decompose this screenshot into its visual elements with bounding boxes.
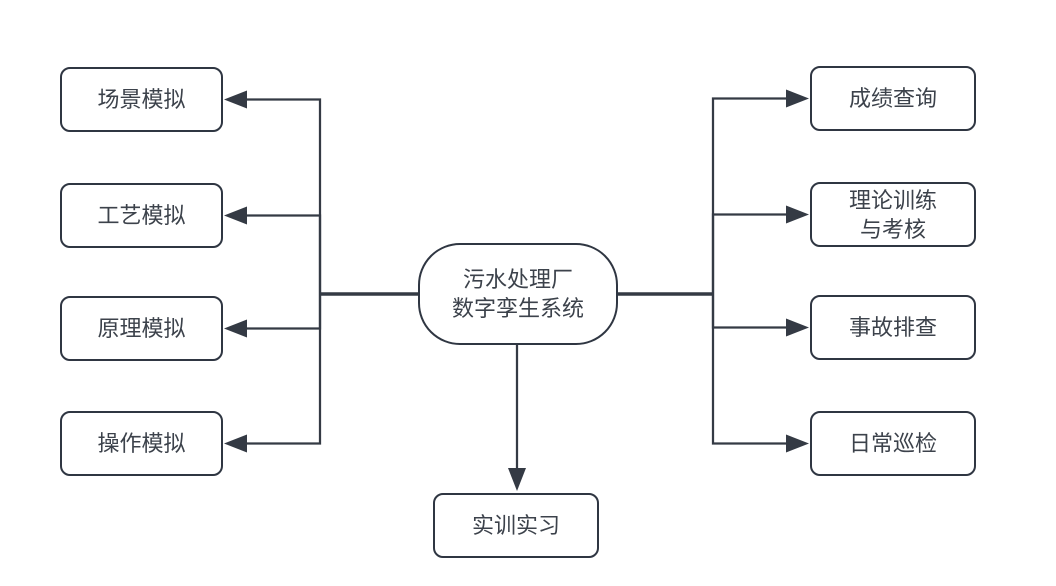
arrowhead-left-2 <box>224 206 247 225</box>
node-daily-inspection: 日常巡检 <box>810 411 976 476</box>
node-process-simulation: 工艺模拟 <box>60 183 223 248</box>
node-label: 工艺模拟 <box>97 203 186 228</box>
node-label: 成绩查询 <box>848 86 937 111</box>
node-operation-simulation: 操作模拟 <box>60 411 223 476</box>
edge-left-1 <box>247 98 322 294</box>
node-label: 实训实习 <box>471 513 560 538</box>
edge-left-2 <box>247 214 322 294</box>
node-scenario-simulation: 场景模拟 <box>60 67 223 132</box>
edge-right-4 <box>711 294 786 445</box>
edge-left-3 <box>247 294 322 330</box>
node-label: 场景模拟 <box>97 87 186 112</box>
edge-right-2 <box>711 213 786 294</box>
node-theory-training-assessment: 理论训练 与考核 <box>810 182 976 247</box>
arrowhead-right-3 <box>786 318 809 337</box>
arrowhead-right-1 <box>786 89 809 108</box>
edge-right-3 <box>711 294 786 329</box>
edge-left-4 <box>247 294 322 445</box>
node-practical-training: 实训实习 <box>433 493 599 558</box>
node-principle-simulation: 原理模拟 <box>60 296 223 361</box>
arrowhead-bottom <box>508 468 526 491</box>
arrowhead-right-2 <box>786 205 809 224</box>
arrowhead-left-3 <box>224 319 247 338</box>
node-label: 事故排查 <box>848 315 937 340</box>
node-label: 理论训练 与考核 <box>848 187 937 242</box>
node-label: 日常巡检 <box>848 431 937 456</box>
node-accident-troubleshooting: 事故排查 <box>810 295 976 360</box>
node-label: 污水处理厂 数字孪生系统 <box>451 267 584 321</box>
arrowhead-left-4 <box>224 434 247 453</box>
arrowhead-right-4 <box>786 434 809 453</box>
node-score-query: 成绩查询 <box>810 66 976 131</box>
node-central-digital-twin-system: 污水处理厂 数字孪生系统 <box>418 243 618 345</box>
edge-right-1 <box>711 97 786 294</box>
node-label: 操作模拟 <box>97 431 186 456</box>
node-label: 原理模拟 <box>97 316 186 341</box>
arrowhead-left-1 <box>224 90 247 109</box>
